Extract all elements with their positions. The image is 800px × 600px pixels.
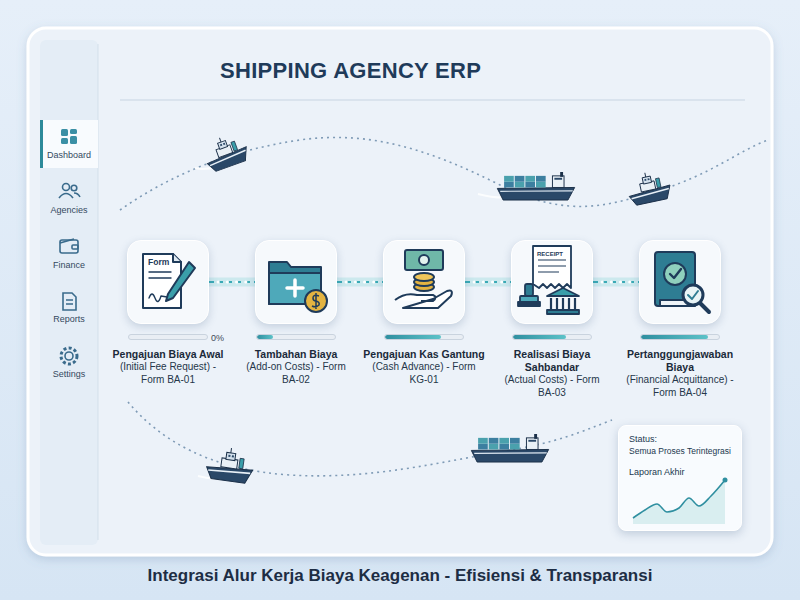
chart-line — [633, 480, 725, 518]
flow-connector — [593, 280, 639, 283]
process-step: Realisasi Biaya Sahbandar(Actual Costs) … — [490, 240, 614, 399]
nav-item: Dashboard — [47, 150, 91, 160]
connector-spark — [217, 280, 220, 283]
step-title: Pertanggungjawaban Biaya — [618, 348, 742, 374]
connector-line — [337, 281, 383, 283]
connector-line — [465, 281, 511, 283]
progress-fill — [641, 335, 708, 339]
step-subtitle: (Add-on Costs) - Form BA-02 — [240, 361, 352, 386]
process-step: Pengajuan Biaya Awal(Initial Fee Request… — [106, 240, 230, 386]
step-title: Realisasi Biaya Sahbandar — [490, 348, 614, 374]
step-title: Pengajuan Kas Gantung — [362, 348, 486, 361]
connector-glow — [593, 278, 639, 287]
progress-bar — [384, 334, 464, 340]
page-title: SHIPPING AGENCY ERP — [220, 58, 481, 84]
flow-connector — [209, 280, 255, 283]
progress-fill — [513, 335, 566, 339]
connector-spark — [601, 280, 604, 283]
connector-glow — [209, 278, 255, 287]
connector-spark — [500, 280, 503, 283]
flow-connector — [337, 280, 383, 283]
status-panel: Status:Semua Proses TerintegrasiLaporan … — [618, 425, 742, 531]
step-subtitle: (Financial Acquittance) - Form BA-04 — [624, 374, 736, 399]
connector-spark — [473, 280, 476, 283]
connector-glow — [337, 278, 383, 287]
connector-spark — [491, 280, 494, 283]
connector-spark — [226, 280, 229, 283]
status-value: Semua Proses Terintegrasi — [629, 446, 733, 457]
connector-spark — [628, 280, 631, 283]
chart-point — [723, 478, 728, 483]
flow-connector — [465, 280, 511, 283]
report-heading: Laporan Akhir — [629, 467, 733, 479]
process-step: Pertanggungjawaban Biaya(Financial Acqui… — [618, 240, 742, 399]
connector-spark — [372, 280, 375, 283]
connector-spark — [610, 280, 613, 283]
connector-spark — [345, 280, 348, 283]
progress-bar — [128, 334, 208, 340]
connector-spark — [235, 280, 238, 283]
nav-item: Settings — [53, 369, 86, 379]
page-caption: Integrasi Alur Kerja Biaya Keagenan - Ef… — [0, 566, 800, 586]
process-card — [127, 240, 209, 324]
process-card — [639, 240, 721, 324]
connector-spark — [619, 280, 622, 283]
process-step: Tambahan Biaya(Add-on Costs) - Form BA-0… — [234, 240, 358, 386]
step-subtitle: (Cash Advance) - Form KG-01 — [368, 361, 480, 386]
chart-area — [633, 480, 725, 524]
progress-bar — [512, 334, 592, 340]
connector-spark — [482, 280, 485, 283]
process-card — [255, 240, 337, 324]
process-card — [383, 240, 465, 324]
connector-line — [593, 281, 639, 283]
process-step: Pengajuan Kas Gantung(Cash Advance) - Fo… — [362, 240, 486, 386]
connector-spark — [354, 280, 357, 283]
status-heading: Status: — [629, 434, 733, 446]
progress-percent: 0% — [211, 333, 224, 343]
step-subtitle: (Actual Costs) - Form BA-03 — [496, 374, 608, 399]
step-title: Pengajuan Biaya Awal — [106, 348, 230, 361]
nav-item: Agencies — [50, 205, 87, 215]
connector-line — [209, 281, 255, 283]
trend-chart — [629, 476, 733, 526]
progress-bar — [256, 334, 336, 340]
connector-glow — [465, 278, 511, 287]
nav-item: Reports — [53, 314, 85, 324]
step-subtitle: (Initial Fee Request) - Form BA-01 — [112, 361, 224, 386]
process-card — [511, 240, 593, 324]
nav-item: Finance — [53, 260, 85, 270]
progress-fill — [385, 335, 441, 339]
step-title: Tambahan Biaya — [234, 348, 358, 361]
progress-fill — [257, 335, 273, 339]
connector-spark — [363, 280, 366, 283]
progress-bar — [640, 334, 720, 340]
connector-spark — [244, 280, 247, 283]
